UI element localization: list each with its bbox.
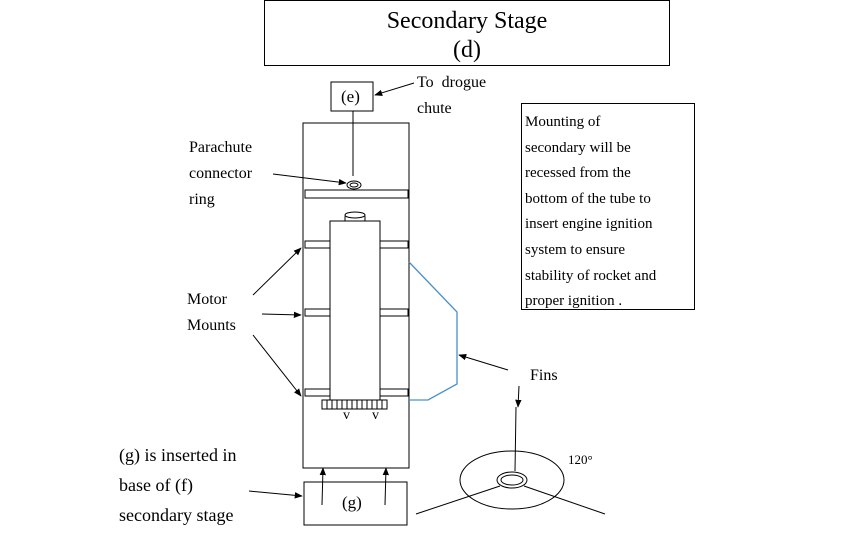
parachute-label-line-2: connector (189, 165, 253, 182)
arrow-motor-mount-middle (261, 311, 302, 319)
angle-label: 120° (568, 452, 593, 467)
bottom-fin-right (523, 485, 606, 515)
motor-label-line-1: Motor (187, 291, 227, 308)
arrow-motor-mount-top (252, 247, 302, 296)
arrow-fins (458, 354, 509, 371)
parachute-label-line-3: ring (189, 191, 215, 208)
note-line: system to ensure (525, 241, 625, 258)
mounting-note-box: Mounting of secondary will be recessed f… (521, 103, 695, 310)
insert-arrow-left (319, 467, 327, 506)
note-line: insert engine ignition (525, 216, 653, 233)
bottom-fin-left (415, 485, 501, 515)
bulkhead (304, 189, 409, 199)
title-line-1: Secondary Stage (386, 8, 548, 34)
note-line: recessed from the (525, 165, 631, 182)
arrow-parachute-ring (272, 173, 347, 186)
arrow-g-inserted (248, 490, 303, 499)
inserted-label-line-2: base of (f) (119, 475, 193, 495)
ignition-teeth (321, 399, 388, 410)
insert-arrow-right (382, 467, 390, 506)
motor-label-line-2: Mounts (187, 317, 236, 334)
v-mark-right: v (372, 408, 379, 423)
bottom-view-outer (459, 450, 565, 510)
note-line: proper ignition . (525, 293, 623, 310)
note-line: stability of rocket and (525, 267, 657, 284)
note-line: bottom of the tube to (525, 190, 651, 207)
box-e-label: (e) (341, 87, 360, 106)
bottom-view-inner (500, 474, 524, 486)
box-e (330, 81, 374, 112)
note-line: secondary will be (525, 139, 631, 156)
arrow-fins-bottom (515, 385, 522, 408)
note-line: Mounting of (525, 114, 601, 130)
title-line-2: (d) (453, 37, 481, 63)
bottom-view-middle (496, 471, 528, 489)
main-tube (302, 122, 410, 469)
inserted-label-line-3: secondary stage (119, 505, 234, 525)
v-mark-left: v (343, 408, 350, 423)
box-g (303, 481, 408, 526)
motor-cap-top (344, 211, 366, 219)
inserted-label-line-1: (g) is inserted in (119, 445, 237, 465)
arrow-to-drogue (374, 82, 415, 96)
title-box: Secondary Stage (d) (264, 0, 670, 66)
parachute-label-line-1: Parachute (189, 139, 253, 156)
drogue-label-line-1: To drogue (417, 74, 487, 91)
box-g-label: (g) (342, 493, 362, 512)
bottom-fin-top (514, 406, 517, 472)
parachute-ring (346, 180, 362, 190)
parachute-ring-inner (349, 182, 359, 188)
drogue-label-line-2: chute (417, 100, 452, 117)
motor-body (329, 220, 381, 401)
fin-outline (408, 261, 458, 401)
fins-label: Fins (530, 367, 558, 384)
arrow-motor-mount-bottom (252, 334, 302, 397)
